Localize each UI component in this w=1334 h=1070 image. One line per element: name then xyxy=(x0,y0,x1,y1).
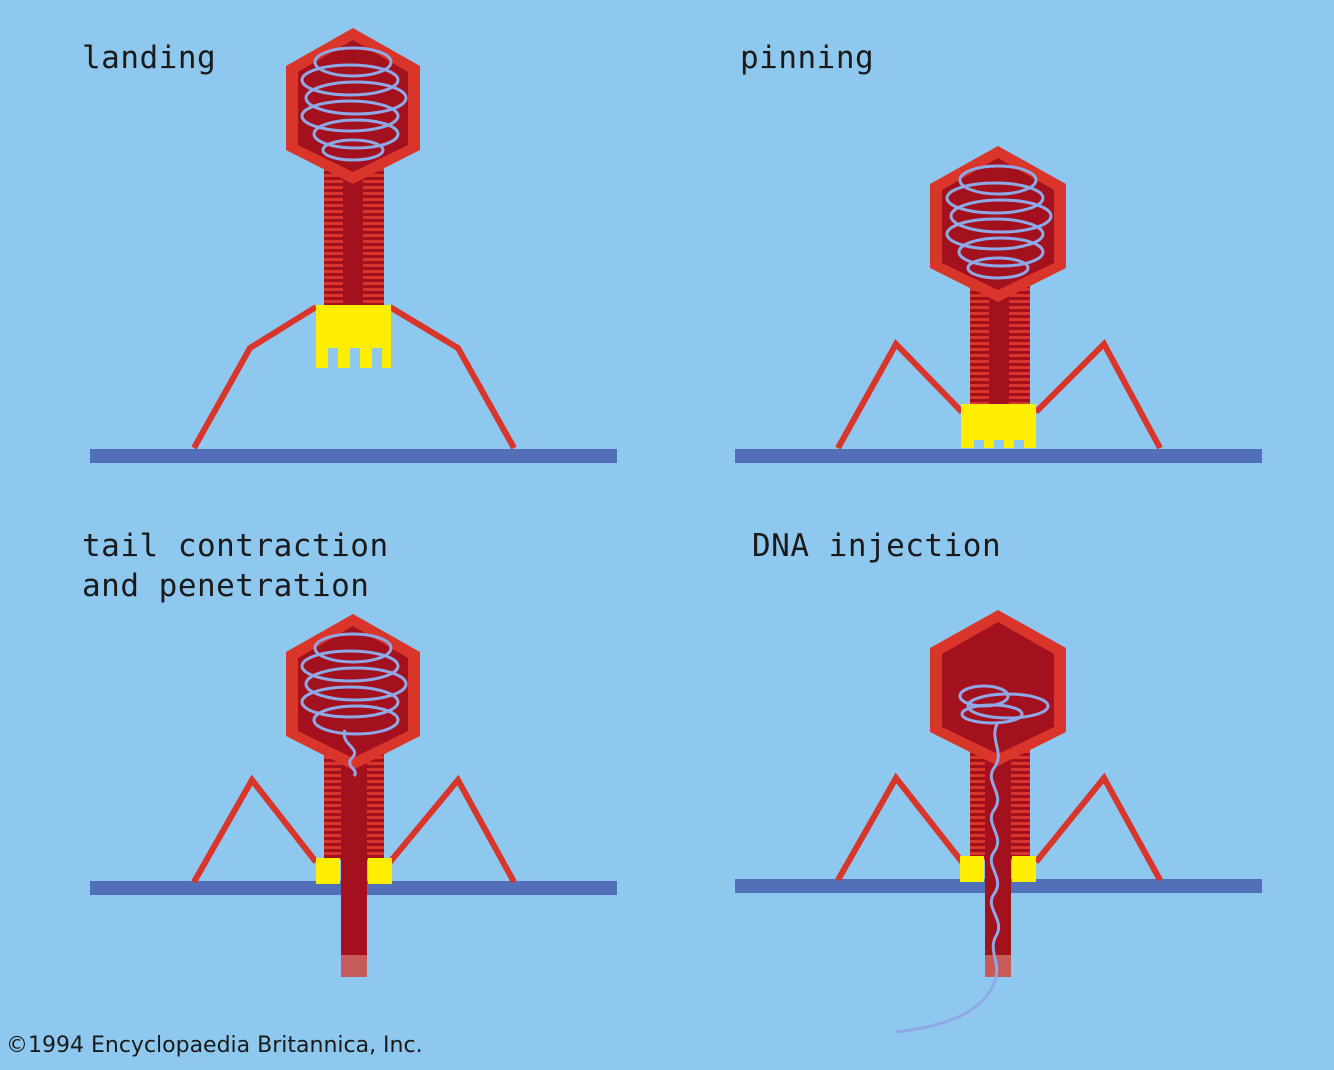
panel-landing xyxy=(90,28,617,463)
panel-label-tail-contraction-line1: tail contraction xyxy=(82,528,389,564)
tail-fiber-left xyxy=(835,772,965,882)
tail-core xyxy=(985,748,1011,970)
base-plate xyxy=(316,305,391,368)
tail-fiber-right xyxy=(1033,339,1163,450)
base-plate-right xyxy=(1012,856,1036,882)
tail-core-tip xyxy=(341,955,367,977)
copyright-credit: ©1994 Encyclopaedia Britannica, Inc. xyxy=(6,1033,423,1058)
dna-coil xyxy=(300,632,408,778)
tail-fiber-right xyxy=(388,304,517,450)
panel-label-landing: landing xyxy=(82,40,217,76)
tail-fiber-left xyxy=(191,774,319,884)
panel-label-dna-injection: DNA injection xyxy=(752,528,1002,564)
dna-coil xyxy=(300,46,408,162)
panel-label-pinning: pinning xyxy=(740,40,875,76)
tail-fiber-left xyxy=(835,339,965,450)
base-plate-right xyxy=(368,858,392,884)
panel-pinning xyxy=(735,146,1262,463)
dna-coil xyxy=(945,164,1053,280)
tail-core-tip xyxy=(985,955,1011,977)
tail-fiber-left xyxy=(191,304,318,450)
tail-core xyxy=(341,748,367,970)
tail-core xyxy=(989,268,1009,406)
tail-fiber-right xyxy=(387,774,517,884)
base-plate xyxy=(961,404,1036,448)
panel-label-tail-contraction-line2: and penetration xyxy=(82,568,370,604)
tail-fiber-right xyxy=(1033,772,1163,882)
base-plate-left xyxy=(960,856,984,882)
dna-strand xyxy=(894,684,1050,1034)
base-plate-left xyxy=(316,858,340,884)
panel-tail-contraction xyxy=(90,614,617,977)
tail-core xyxy=(343,150,363,305)
panel-dna-injection xyxy=(735,610,1262,1034)
